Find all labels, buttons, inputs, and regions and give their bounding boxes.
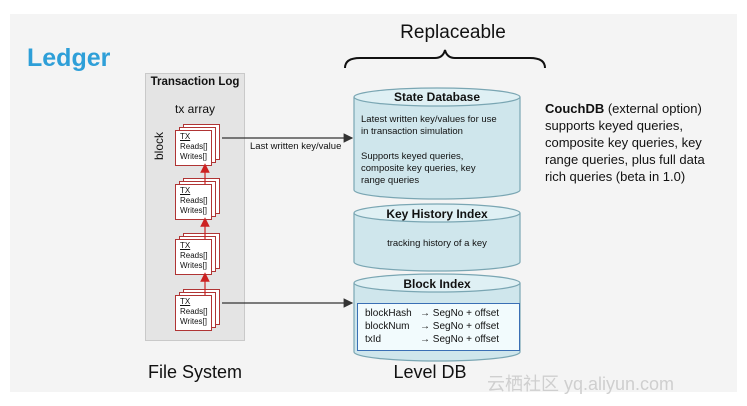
ledger-title: Ledger	[27, 44, 111, 72]
couchdb-line-3: composite key queries, key	[545, 135, 702, 150]
tx-reads: Reads[]	[180, 251, 208, 260]
couchdb-line-2: supports keyed queries,	[545, 118, 684, 133]
watermark: 云栖社区 yq.aliyun.com	[487, 374, 675, 394]
key-history-text: tracking history of a key	[387, 238, 487, 249]
state-database-line2: in transaction simulation	[361, 126, 463, 137]
tx-reads: Reads[]	[180, 196, 208, 205]
tx-card-front: TX Reads[] Writes[]	[175, 130, 212, 166]
tx-stack-1: TX Reads[] Writes[]	[175, 124, 225, 168]
couchdb-description: CouchDB (external option) supports keyed…	[545, 100, 735, 185]
state-database-line4: composite key queries, key	[361, 163, 476, 174]
block-index-box: blockHash → SegNo + offset blockNum → Se…	[357, 303, 520, 351]
tx-writes: Writes[]	[180, 317, 207, 326]
couchdb-line-5: rich queries (beta in 1.0)	[545, 169, 686, 184]
tx-card-front: TX Reads[] Writes[]	[175, 295, 212, 331]
block-index-value: → SegNo + offset	[420, 308, 500, 319]
couchdb-name: CouchDB	[545, 101, 605, 116]
tx-stack-3: TX Reads[] Writes[]	[175, 233, 225, 277]
tx-stack-4: TX Reads[] Writes[]	[175, 289, 225, 333]
replaceable-label: Replaceable	[400, 22, 506, 43]
state-database-line5: range queries	[361, 175, 420, 186]
block-index-key: blockHash	[365, 308, 412, 319]
tx-writes: Writes[]	[180, 206, 207, 215]
file-system-label: File System	[147, 362, 243, 382]
level-db-label: Level DB	[393, 362, 467, 382]
couchdb-line-1: CouchDB (external option)	[545, 100, 735, 117]
tx-reads: Reads[]	[180, 307, 208, 316]
tx-card-front: TX Reads[] Writes[]	[175, 184, 212, 220]
couchdb-line-4: range queries, plus full data	[545, 152, 705, 167]
tx-array-label: tx array	[174, 102, 215, 116]
block-index-title: Block Index	[403, 277, 471, 291]
key-history-title: Key History Index	[386, 207, 488, 221]
block-index-key: txId	[365, 334, 382, 345]
tx-stack-2: TX Reads[] Writes[]	[175, 178, 225, 222]
transaction-log-title: Transaction Log	[150, 76, 240, 88]
tx-writes: Writes[]	[180, 261, 207, 270]
state-database-line1: Latest written key/values for use	[361, 114, 497, 125]
tx-head: TX	[180, 297, 191, 306]
tx-reads: Reads[]	[180, 142, 208, 151]
state-database-title: State Database	[393, 90, 481, 104]
tx-head: TX	[180, 132, 191, 141]
key-history-cylinder	[353, 203, 521, 272]
couchdb-option: (external option)	[607, 101, 702, 116]
tx-head: TX	[180, 186, 191, 195]
state-database-line3: Supports keyed queries,	[361, 151, 464, 162]
block-index-value: → SegNo + offset	[420, 334, 500, 345]
tx-writes: Writes[]	[180, 152, 207, 161]
state-database-cylinder	[353, 87, 521, 200]
last-written-label: Last written key/value	[250, 141, 342, 152]
tx-card-front: TX Reads[] Writes[]	[175, 239, 212, 275]
tx-head: TX	[180, 241, 191, 250]
block-index-key: blockNum	[365, 321, 410, 332]
block-index-value: → SegNo + offset	[420, 321, 500, 332]
replaceable-brace	[344, 49, 546, 69]
